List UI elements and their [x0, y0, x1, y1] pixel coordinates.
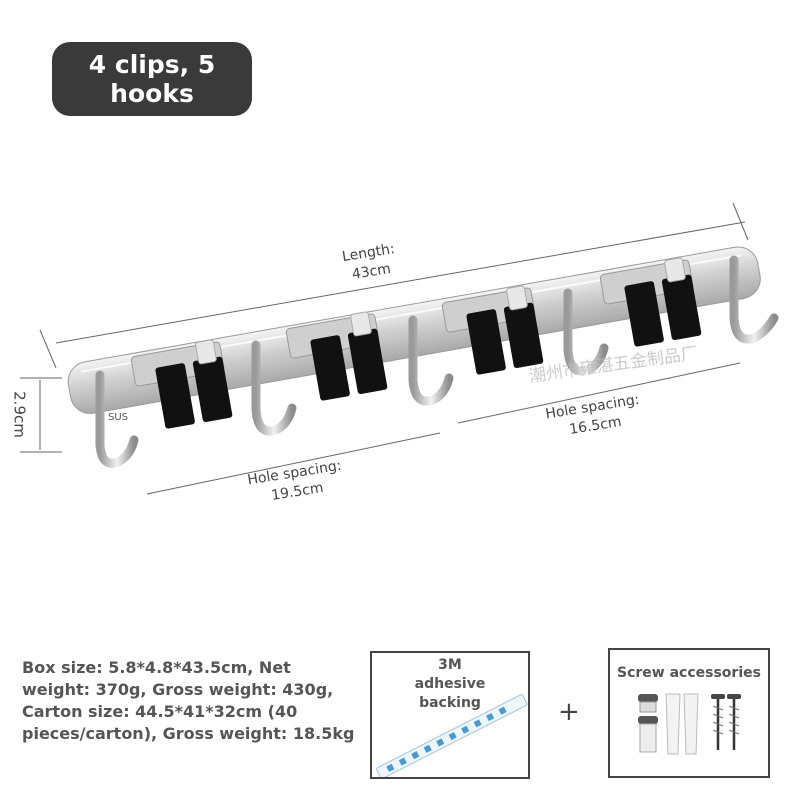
clip-2: [285, 311, 388, 401]
adhesive-title-line-2: adhesive: [414, 676, 486, 692]
adhesive-title-line-1: 3M: [438, 657, 462, 673]
clip-4: [599, 257, 702, 347]
cap-icon: [638, 694, 658, 753]
hole-spacing-left-line: [146, 432, 441, 495]
spec-line: Carton size: 44.5*41*32cm (40: [22, 702, 298, 721]
hook-1: [95, 370, 139, 468]
length-dimension: [39, 202, 749, 369]
height-label: 2.9cm: [10, 391, 29, 438]
hook-4: [563, 288, 609, 376]
adhesive-backing-box: 3M adhesive backing: [370, 651, 530, 779]
spec-line: weight: 370g, Gross weight: 430g,: [22, 680, 334, 699]
clip-3: [441, 285, 544, 375]
screw-accessories-title: Screw accessories: [617, 665, 761, 681]
anchor-icon: [665, 693, 699, 755]
watermark-text: 潮州市雍湛五金制品厂: [528, 343, 699, 386]
package-specs: Box size: 5.8*4.8*43.5cm, Net weight: 37…: [22, 657, 362, 745]
adhesive-title-line-3: backing: [419, 695, 481, 711]
badge-line-1: 4 clips, 5: [88, 50, 216, 79]
clip-1: [130, 339, 233, 429]
rack-engraving: SUS: [108, 412, 128, 423]
clips: [130, 257, 702, 429]
adhesive-title: 3M adhesive backing: [372, 656, 528, 713]
hole-spacing-right-line: [457, 362, 741, 424]
hooks: [95, 255, 779, 468]
plus-sign: +: [558, 697, 580, 727]
screw-icon: [716, 698, 736, 750]
spec-line: Box size: 5.8*4.8*43.5cm, Net: [22, 658, 291, 677]
badge-line-2: hooks: [110, 79, 194, 108]
hook-2: [251, 340, 297, 436]
screw-accessories-image: [638, 693, 741, 755]
adhesive-strip-image: [376, 694, 528, 777]
rack-illustration: SUS 潮州市雍湛五金制品厂: [20, 202, 779, 495]
spec-line: pieces/carton), Gross weight: 18.5kg: [22, 724, 355, 743]
hook-3: [408, 315, 454, 406]
screw-accessories-box: Screw accessories: [608, 648, 770, 778]
hook-5: [729, 255, 779, 344]
height-dimension: [20, 377, 62, 453]
product-badge: 4 clips, 5 hooks: [52, 42, 252, 116]
